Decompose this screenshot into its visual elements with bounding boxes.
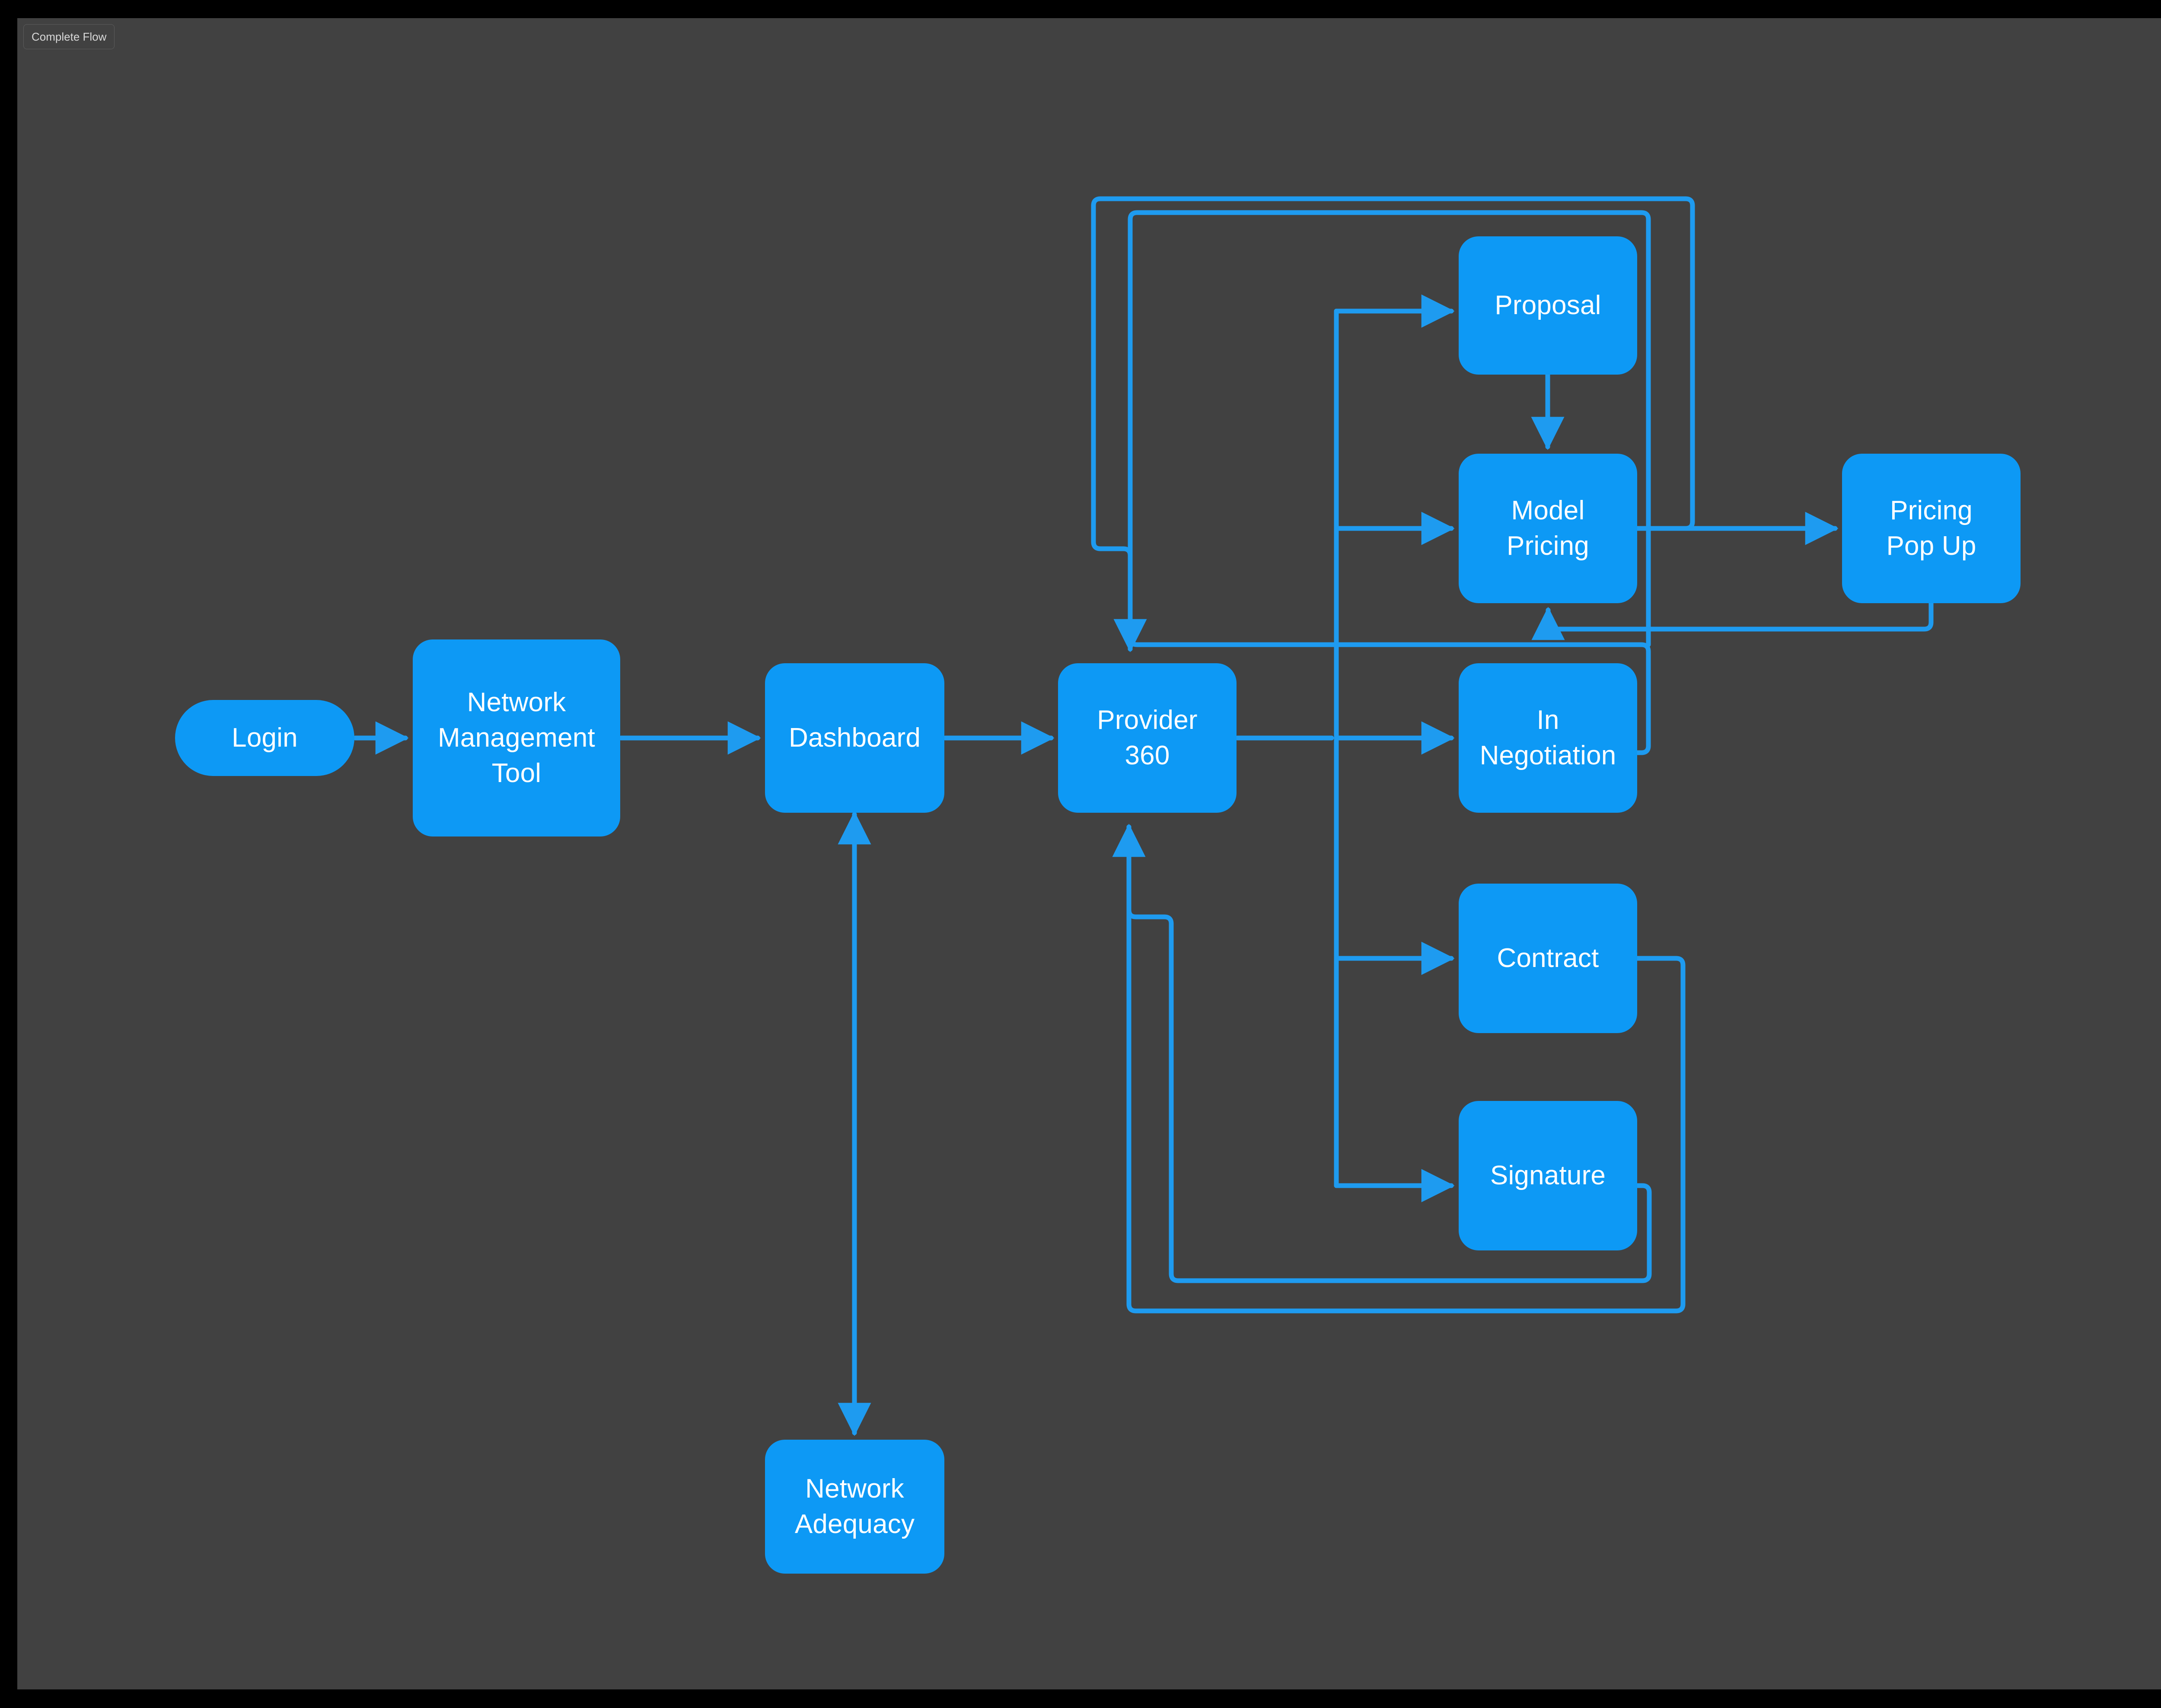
node-dashboard[interactable]: Dashboard [765,663,944,813]
node-signature-label: Signature [1490,1161,1606,1191]
node-model-pricing-label: Model Pricing [1507,496,1589,561]
node-network-management-tool[interactable]: Network Management Tool [413,639,620,837]
node-in-negotiation-label: In Negotiation [1479,705,1616,770]
node-proposal[interactable]: Proposal [1459,236,1637,375]
node-network-management-tool-label: Network Management Tool [438,687,595,788]
node-pricing-pop-up[interactable]: Pricing Pop Up [1842,454,2021,603]
node-network-adequacy-label: Network Adequacy [794,1474,915,1539]
node-dashboard-label: Dashboard [788,723,921,753]
edge-layer [353,196,1934,1436]
tab-bar: Complete Flow [17,18,2161,55]
node-login[interactable]: Login [175,700,354,776]
node-model-pricing[interactable]: Model Pricing [1459,454,1637,603]
node-contract[interactable]: Contract [1459,884,1637,1033]
node-proposal-label: Proposal [1495,290,1601,321]
edge-pricingpopup-modelpricing [1531,601,1934,640]
node-provider-360[interactable]: Provider 360 [1058,663,1237,813]
diagram-canvas[interactable]: Complete Flow [17,18,2161,1689]
node-signature[interactable]: Signature [1459,1101,1637,1250]
tab-complete-flow[interactable]: Complete Flow [23,24,115,49]
node-login-label: Login [232,723,298,753]
node-network-adequacy[interactable]: Network Adequacy [765,1440,944,1574]
node-contract-label: Contract [1497,943,1599,973]
node-pricing-pop-up-label: Pricing Pop Up [1886,496,1976,561]
node-provider-360-label: Provider 360 [1097,705,1198,770]
node-in-negotiation[interactable]: In Negotiation [1459,663,1637,813]
